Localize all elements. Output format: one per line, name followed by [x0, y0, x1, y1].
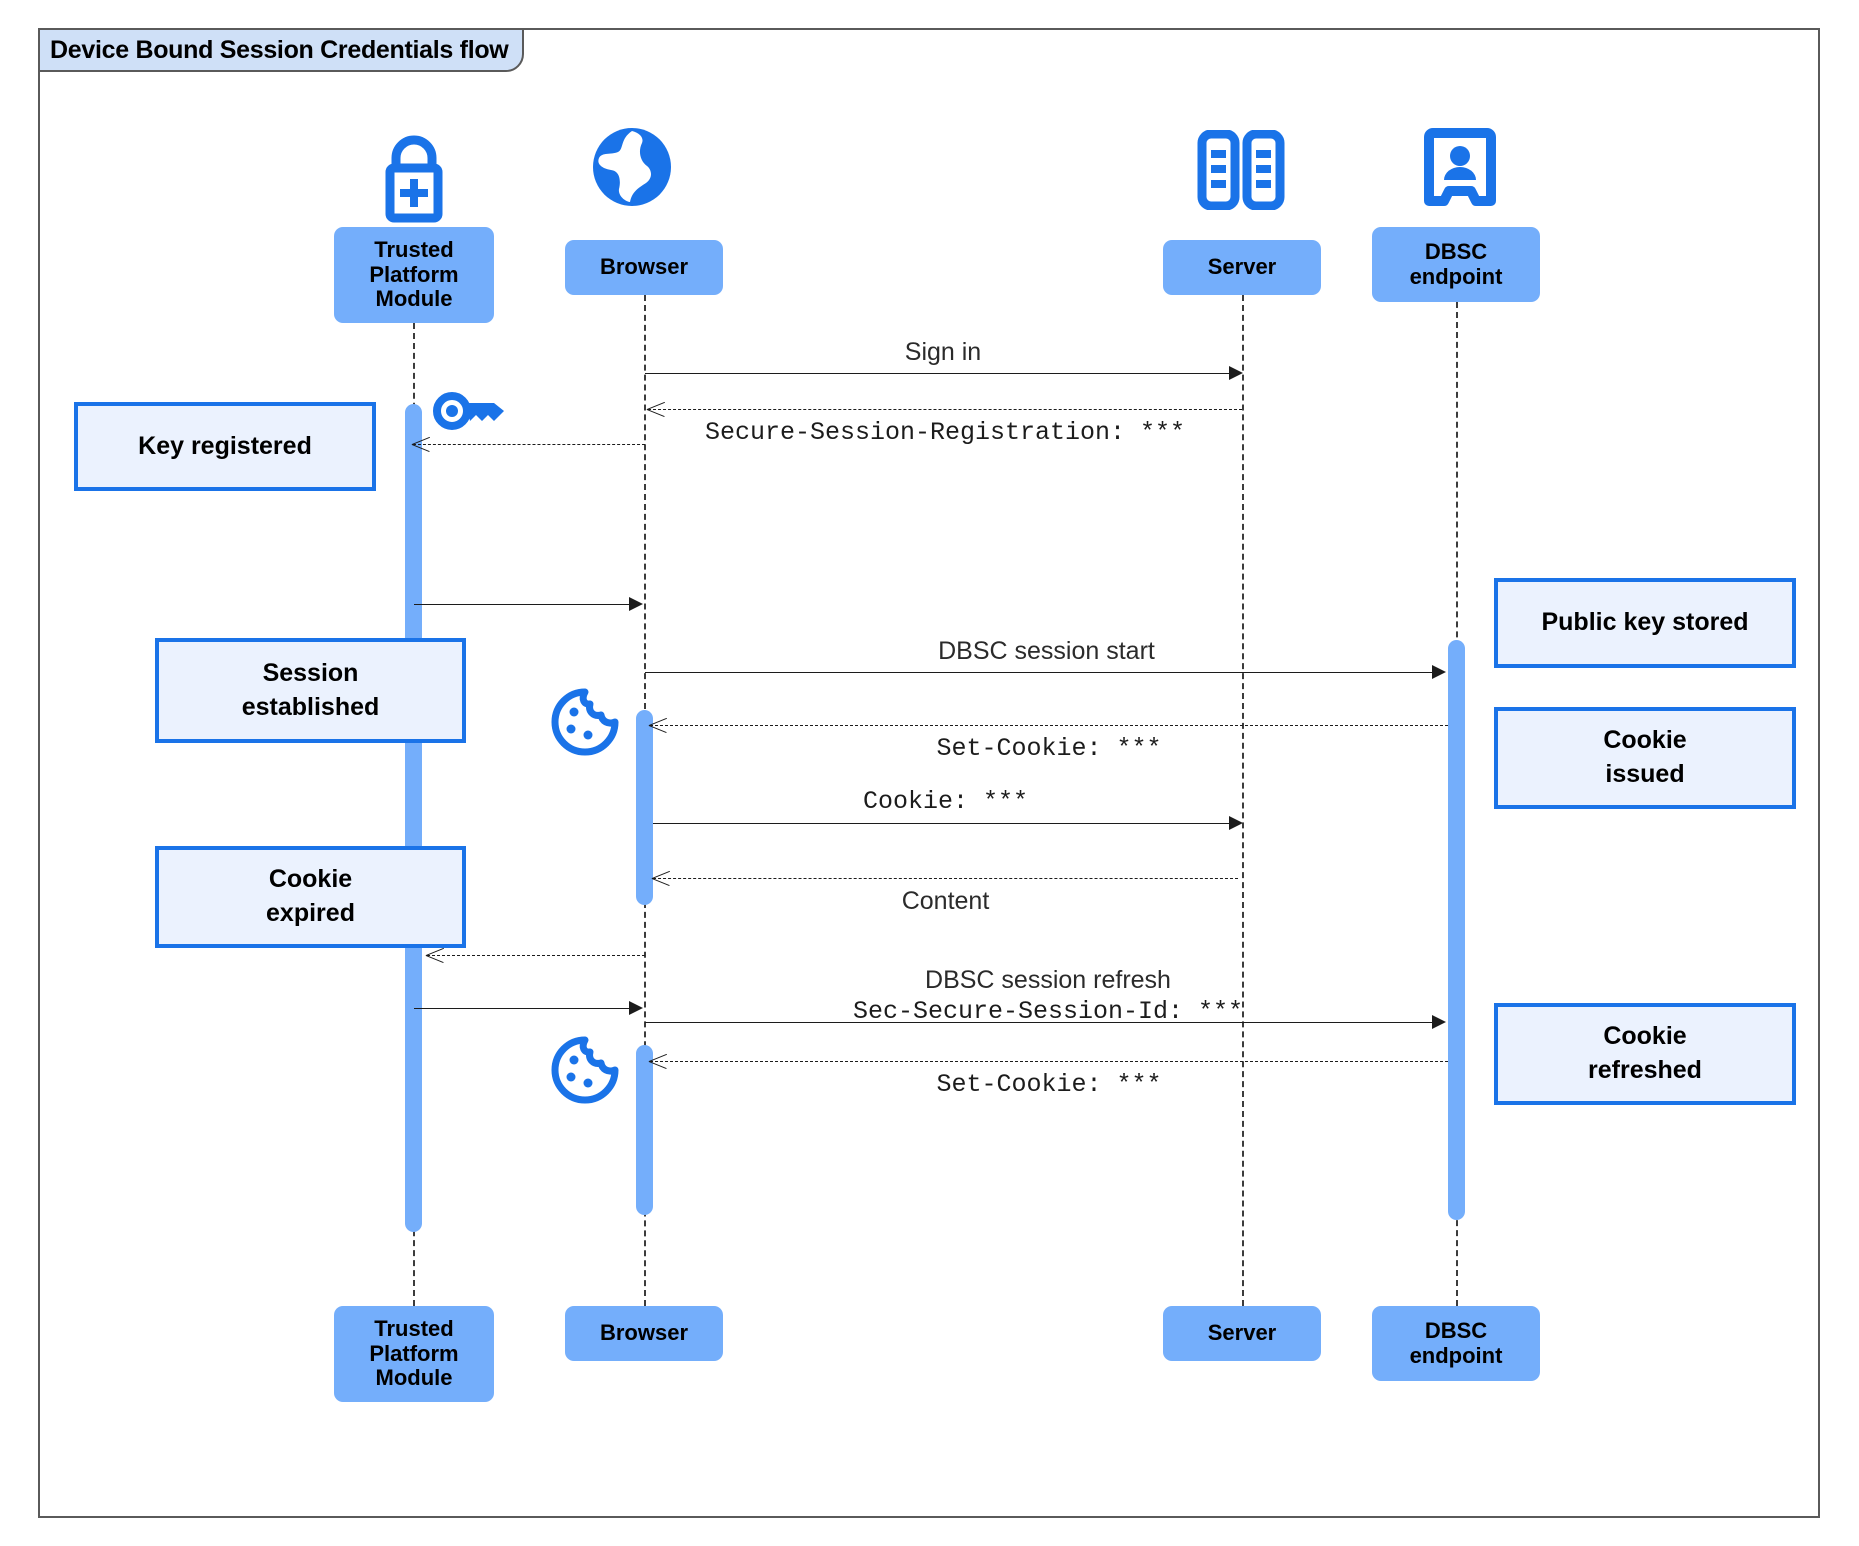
message-line-cookie — [653, 823, 1238, 824]
message-line-sec-secure-session-id — [645, 1022, 1439, 1023]
message-line-dbsc-session-start — [645, 672, 1439, 673]
message-line-secure-session-registration — [648, 409, 1242, 410]
message-label-cookie: Cookie: *** — [862, 787, 1029, 816]
participant-footer-dbsc[interactable]: DBSC endpoint — [1372, 1306, 1540, 1381]
arrowhead-left-open — [649, 1052, 667, 1070]
message-line-tpm-to-browser — [414, 604, 637, 605]
cookie-icon — [551, 1036, 619, 1104]
activation-bar-dbsc — [1448, 640, 1465, 1220]
participant-footer-browser[interactable]: Browser — [565, 1306, 723, 1361]
participant-label: Server — [1207, 1320, 1277, 1346]
message-line-content — [653, 878, 1238, 879]
note-public-key-stored: Public key stored — [1494, 578, 1796, 668]
message-label-sec-secure-session-id: Sec-Secure-Session-Id: *** — [852, 997, 1244, 1026]
message-label-content: Content — [901, 887, 990, 915]
participant-header-tpm[interactable]: Trusted Platform Module — [334, 227, 494, 323]
message-label-dbsc-session-start: DBSC session start — [938, 637, 1155, 665]
participant-footer-tpm[interactable]: Trusted Platform Module — [334, 1306, 494, 1402]
message-line-tpm-to-browser-refresh — [414, 1008, 636, 1009]
message-line-set-cookie-2 — [650, 1061, 1448, 1062]
arrowhead-right — [629, 597, 643, 611]
participant-label: Browser — [599, 254, 689, 280]
note-cookie-expired: Cookie expired — [155, 846, 466, 948]
note-session-established: Session established — [155, 638, 466, 743]
arrowhead-left-open — [412, 435, 430, 453]
participant-footer-server[interactable]: Server — [1163, 1306, 1321, 1361]
note-text: Session established — [241, 658, 380, 721]
note-text: Cookie issued — [1603, 726, 1687, 788]
participant-header-server[interactable]: Server — [1163, 240, 1321, 295]
message-line-sign-in — [645, 373, 1238, 374]
arrowhead-left-open — [647, 400, 665, 418]
note-key-registered: Key registered — [74, 402, 376, 491]
message-line-browser-to-tpm — [427, 955, 645, 956]
arrowhead-right — [1432, 1015, 1446, 1029]
key-icon — [433, 392, 504, 430]
arrowhead-left-open — [426, 946, 444, 964]
participant-label: Trusted Platform Module — [369, 237, 459, 312]
note-cookie-refreshed: Cookie refreshed — [1494, 1003, 1796, 1105]
message-label-sign-in: Sign in — [904, 338, 982, 366]
arrowhead-right — [629, 1001, 643, 1015]
message-label-set-cookie-2: Set-Cookie: *** — [936, 1070, 1162, 1099]
arrowhead-left-open — [652, 869, 670, 887]
activation-bar-browser-1 — [636, 710, 653, 905]
note-text: Cookie expired — [266, 865, 355, 927]
globe-icon — [593, 128, 671, 206]
participant-label: DBSC endpoint — [1409, 238, 1503, 289]
arrowhead-left-open — [649, 716, 667, 734]
message-line-register-key-to-tpm — [413, 444, 645, 445]
arrowhead-right — [1229, 816, 1243, 830]
participant-label: DBSC endpoint — [1409, 1317, 1503, 1368]
note-text: Cookie refreshed — [1588, 1022, 1702, 1084]
note-text: Public key stored — [1541, 608, 1749, 637]
participant-header-dbsc[interactable]: DBSC endpoint — [1372, 227, 1540, 302]
activation-bar-tpm — [405, 404, 422, 1232]
lifeline-server — [1242, 295, 1244, 1306]
participant-label: Trusted Platform Module — [369, 1316, 459, 1391]
server-racks-icon — [1197, 130, 1285, 210]
arrowhead-right — [1432, 665, 1446, 679]
participant-header-browser[interactable]: Browser — [565, 240, 723, 295]
message-label-secure-session-registration: Secure-Session-Registration: *** — [704, 418, 1186, 447]
lock-plus-icon — [385, 135, 443, 223]
diagram-title-tab: Device Bound Session Credentials flow — [38, 28, 525, 72]
page-title: Device Bound Session Credentials flow — [50, 35, 509, 64]
id-badge-icon — [1424, 128, 1496, 206]
message-line-set-cookie-1 — [650, 725, 1448, 726]
participant-label: Browser — [599, 1320, 689, 1346]
arrowhead-right — [1229, 366, 1243, 380]
note-text: Key registered — [138, 431, 312, 460]
message-label-set-cookie-1: Set-Cookie: *** — [936, 734, 1162, 763]
cookie-icon — [551, 688, 619, 756]
note-cookie-issued: Cookie issued — [1494, 707, 1796, 809]
message-label-dbsc-session-refresh: DBSC session refresh — [925, 966, 1171, 994]
participant-label: Server — [1207, 254, 1277, 280]
activation-bar-browser-2 — [636, 1045, 653, 1215]
